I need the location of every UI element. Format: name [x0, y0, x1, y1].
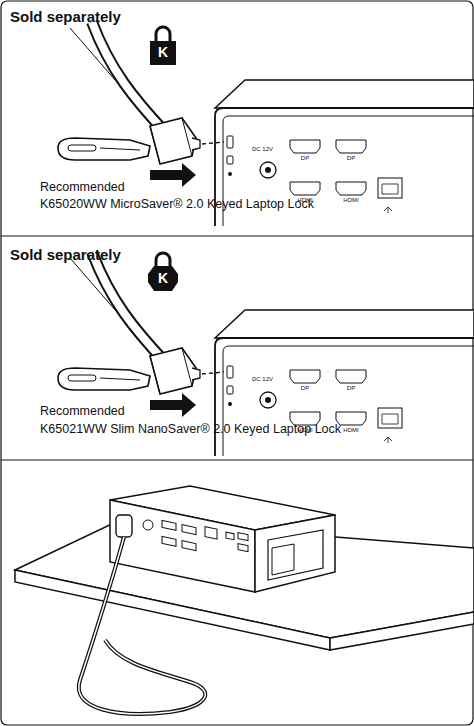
note-text: Recommended [40, 180, 125, 194]
port-label: DP [290, 385, 320, 392]
model-text: K65020WW MicroSaver® 2.0 Keyed Laptop Lo… [40, 197, 314, 211]
port-label: HDMI [290, 197, 320, 204]
panel-heading: Sold separately [10, 246, 121, 263]
port-label: HDMI [336, 197, 366, 204]
port-label: HDMI [290, 427, 320, 434]
port-label: DP [336, 155, 366, 162]
panel-heading: Sold separately [10, 8, 121, 25]
port-label: DP [290, 155, 320, 162]
note-text: Recommended [40, 404, 125, 418]
port-label: HDMI [336, 427, 366, 434]
model-text: K65021WW Slim NanoSaver® 2.0 Keyed Lapto… [40, 422, 341, 436]
port-label: DC 12V [252, 146, 273, 153]
lock-logo-letter: K [150, 270, 176, 286]
port-label: DP [336, 385, 366, 392]
lock-logo-letter: K [150, 44, 176, 60]
port-label: DC 12V [252, 376, 273, 383]
